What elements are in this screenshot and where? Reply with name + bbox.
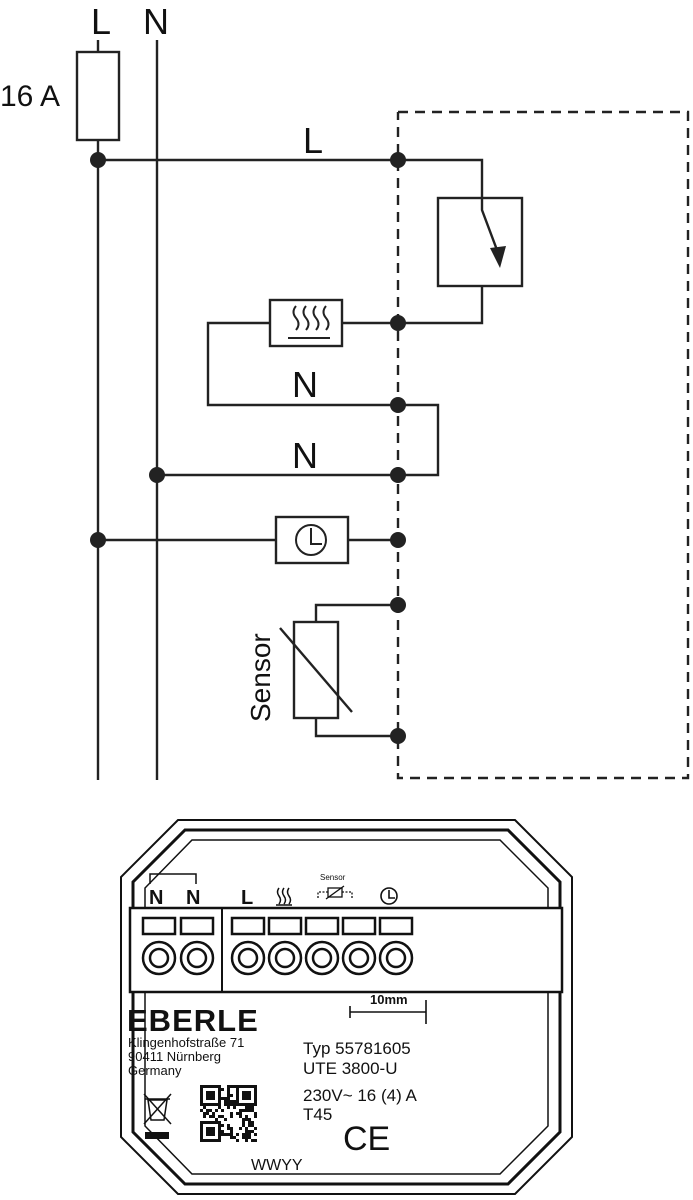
clock-small-icon — [380, 887, 398, 905]
sensor-small-icon — [317, 885, 353, 900]
brand-logo: EBERLE — [127, 1003, 259, 1038]
date-code: WWYY — [251, 1157, 303, 1174]
sensor-small-label: Sensor — [320, 873, 346, 882]
relay-arrow — [490, 246, 506, 268]
sensor-label: Sensor — [245, 633, 276, 722]
heater-wire-left — [206, 321, 398, 407]
phase-label: L — [91, 1, 111, 42]
electrical-rating: 230V~ 16 (4) A — [303, 1086, 418, 1105]
model-number: UTE 3800-U — [303, 1059, 397, 1078]
terminal-screws — [141, 916, 414, 976]
junction-dots — [90, 152, 406, 744]
weee-bin-icon — [143, 1093, 172, 1125]
neutral-bridge-bracket — [149, 873, 197, 884]
neutral-label-upper: N — [292, 364, 318, 405]
relay-box — [436, 196, 524, 288]
scale-bar — [349, 1000, 427, 1024]
device-boundary — [396, 110, 690, 780]
relay-out-wire — [398, 286, 484, 325]
neutral-label-lower: N — [292, 435, 318, 476]
type-number: Typ 55781605 — [303, 1039, 411, 1058]
address-city: 90411 Nürnberg — [128, 1049, 221, 1064]
neutral-bridge — [398, 403, 440, 477]
sensor-wire-bottom — [314, 718, 398, 738]
relay-contact — [480, 198, 502, 259]
ce-mark: CE — [343, 1120, 390, 1158]
heater-waves-icon — [288, 305, 330, 339]
temperature-class: T45 — [303, 1105, 332, 1124]
terminal-label-n1: N — [149, 887, 163, 909]
scale-label: 10mm — [370, 992, 408, 1007]
fuse-label: 16 A — [0, 80, 60, 113]
schematic — [75, 40, 690, 780]
qr-code-icon — [200, 1085, 257, 1142]
fuse-symbol — [75, 50, 121, 142]
terminal-label-n2: N — [186, 887, 200, 909]
weee-bar — [145, 1132, 169, 1139]
sensor-wire-top — [314, 603, 398, 622]
address-country: Germany — [128, 1063, 182, 1078]
line-label: L — [303, 120, 323, 161]
switch-feed-wire — [398, 158, 484, 198]
address-street: Klingenhofstraße 71 — [128, 1035, 244, 1050]
sensor-slash — [279, 627, 353, 713]
clock-icon — [295, 524, 327, 556]
neutral-label: N — [143, 1, 169, 42]
heater-small-icon — [276, 887, 292, 906]
terminal-label-l: L — [241, 887, 253, 909]
